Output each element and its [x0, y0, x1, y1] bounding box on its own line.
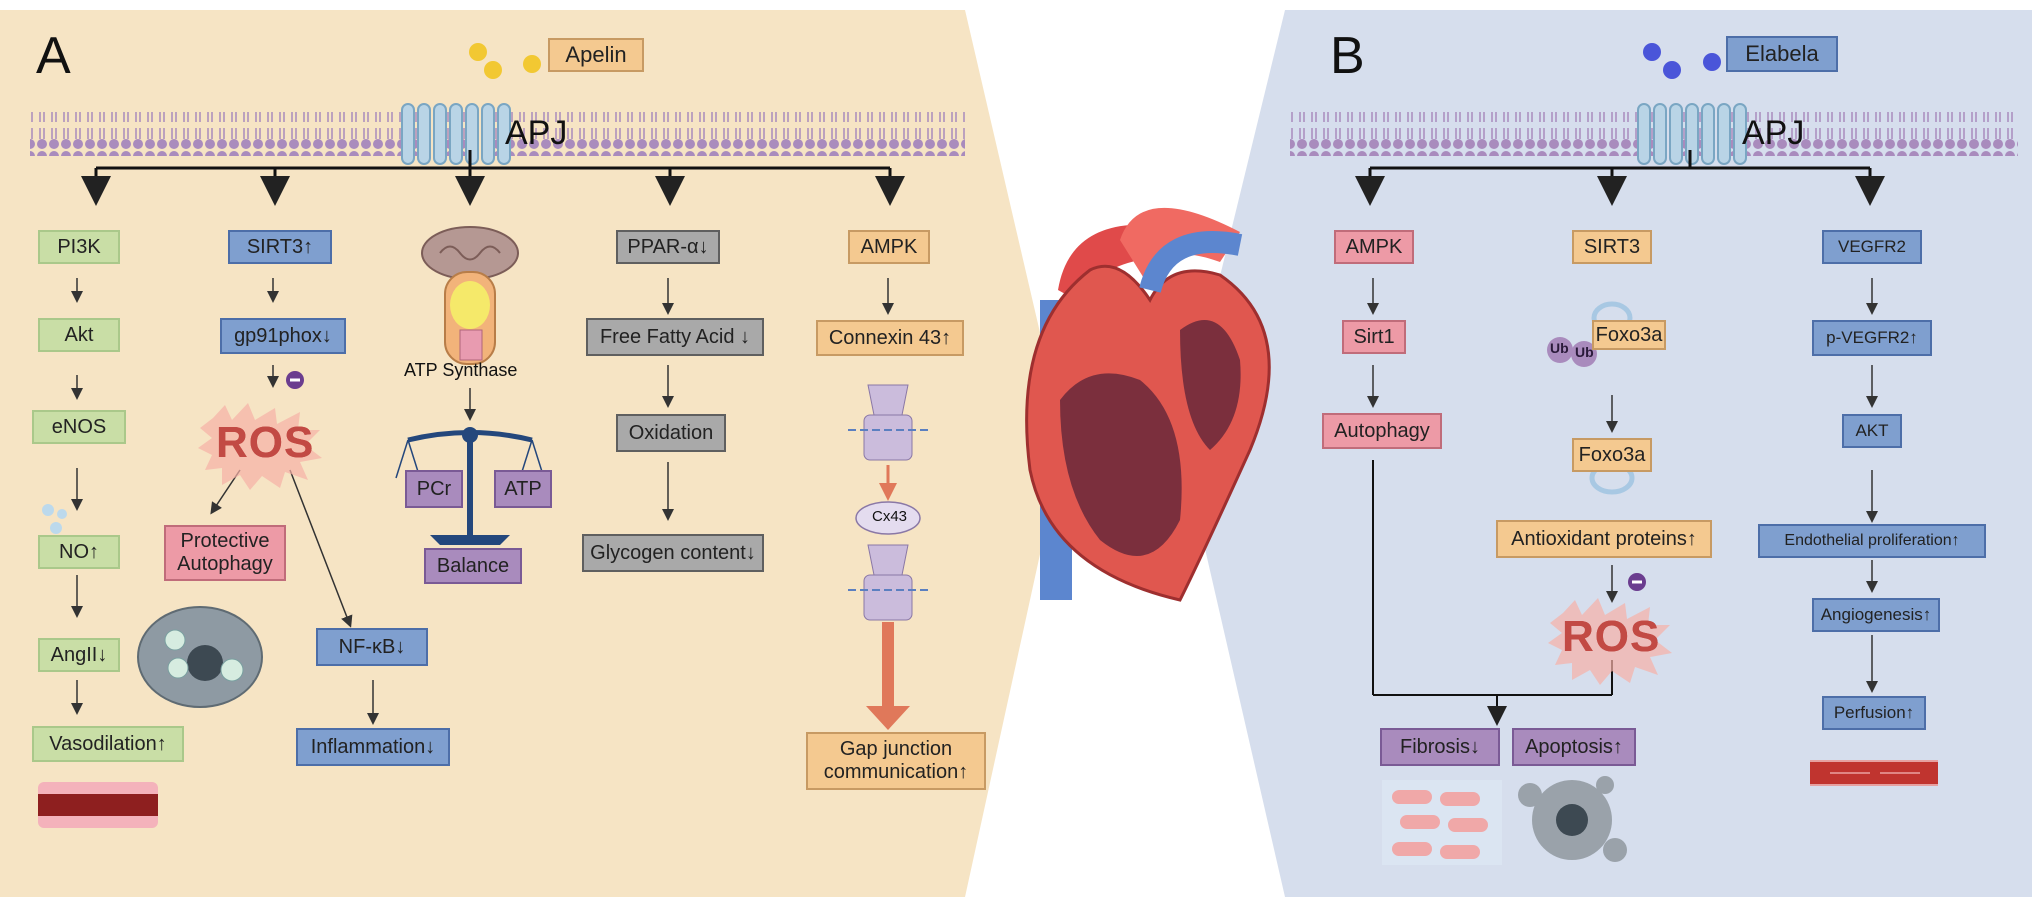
- panel-b-letter: B: [1330, 27, 1365, 85]
- gap-junction-arrow: [866, 622, 910, 730]
- node-ampk-b: AMPK: [1334, 230, 1414, 264]
- node-sirt1: Sirt1: [1342, 320, 1406, 354]
- apj-label-a: APJ: [505, 114, 568, 152]
- node-vasodilation: Vasodilation↑: [32, 726, 184, 762]
- node-angiogenesis: Angiogenesis↑: [1812, 598, 1940, 632]
- blood-vessel-icon-b: [1810, 760, 1938, 786]
- node-apoptosis: Apoptosis↑: [1512, 728, 1636, 766]
- connexin-channel-bottom-icon: [848, 544, 928, 621]
- node-pi3k: PI3K: [38, 230, 120, 264]
- node-protective-autophagy: Protective Autophagy: [164, 525, 286, 581]
- node-ppar-alpha: PPAR-α↓: [616, 230, 720, 264]
- blood-vessel-icon-a: [38, 782, 158, 828]
- node-oxidation: Oxidation: [616, 414, 726, 452]
- node-antioxidant-proteins: Antioxidant proteins↑: [1496, 520, 1712, 558]
- node-atp: ATP: [494, 470, 552, 508]
- node-sirt3-a: SIRT3↑: [228, 230, 332, 264]
- node-angii: AngII↓: [38, 638, 120, 672]
- node-nfkb: NF-κB↓: [316, 628, 428, 666]
- node-autophagy-b: Autophagy: [1322, 413, 1442, 449]
- node-gap-junction: Gap junction communication↑: [806, 732, 986, 790]
- node-connexin43: Connexin 43↑: [816, 320, 964, 356]
- node-pcr: PCr: [405, 470, 463, 508]
- ros-label-b: ROS: [1562, 612, 1661, 661]
- node-ampk-a: AMPK: [848, 230, 930, 264]
- apj-receptor-a: [401, 103, 511, 165]
- inhibit-minus-icon-a: [286, 371, 304, 389]
- node-no: NO↑: [38, 535, 120, 569]
- convergence-lines-b: [1372, 460, 1613, 726]
- node-foxo3a: Foxo3a: [1572, 438, 1652, 472]
- apj-label-b: APJ: [1742, 114, 1805, 152]
- panel-a-letter: A: [36, 27, 71, 85]
- node-free-fatty-acid: Free Fatty Acid ↓: [586, 318, 764, 356]
- apelin-label: Apelin: [548, 38, 644, 72]
- node-perfusion: Perfusion↑: [1822, 696, 1926, 730]
- distribution-lines-a: [81, 150, 905, 206]
- apj-receptor-b: [1637, 103, 1747, 165]
- node-endothelial-proliferation: Endothelial proliferation↑: [1758, 524, 1986, 558]
- autophagy-cell-icon: [137, 606, 263, 708]
- connexin-channel-top-icon: [848, 384, 928, 461]
- node-foxo3a-ub: Foxo3a: [1592, 320, 1666, 350]
- ubiquitin-icon: [1547, 337, 1597, 367]
- ros-label-a: ROS: [216, 418, 315, 467]
- node-glycogen: Glycogen content↓: [582, 534, 764, 572]
- elabela-label: Elabela: [1726, 36, 1838, 72]
- heart-illustration: [1025, 207, 1271, 602]
- cx43-pill: [855, 501, 921, 535]
- node-enos: eNOS: [32, 410, 126, 444]
- ros-burst-b: [1548, 598, 1672, 685]
- node-vegfr2: VEGFR2: [1822, 230, 1922, 264]
- mitochondria-icon: [421, 226, 519, 365]
- node-akt-b: AKT: [1842, 414, 1902, 448]
- atp-synthase-label: ATP Synthase: [404, 360, 518, 380]
- ub-label-2: Ub: [1575, 344, 1594, 360]
- no-bubbles-icon: [42, 504, 67, 534]
- node-gp91phox: gp91phox↓: [220, 318, 346, 354]
- elabela-molecules: [1643, 43, 1721, 79]
- apelin-molecules: [469, 43, 541, 79]
- node-balance: Balance: [424, 548, 522, 584]
- node-fibrosis: Fibrosis↓: [1380, 728, 1500, 766]
- fibrosis-cells-icon: [1382, 780, 1502, 865]
- node-sirt3-b: SIRT3: [1572, 230, 1652, 264]
- inhibit-minus-icon-b: [1628, 573, 1646, 591]
- cx43-label: Cx43: [872, 508, 908, 525]
- distribution-lines-b: [1355, 150, 1885, 206]
- balance-scale-icon: [395, 427, 545, 545]
- ub-label-1: Ub: [1550, 340, 1569, 356]
- node-akt: Akt: [38, 318, 120, 352]
- node-inflammation: Inflammation↓: [296, 728, 450, 766]
- step-arrows: [71, 278, 1878, 725]
- node-p-vegfr2: p-VEGFR2↑: [1812, 320, 1932, 356]
- ros-burst-a: [198, 403, 322, 490]
- apoptosis-cell-icon: [1518, 776, 1627, 862]
